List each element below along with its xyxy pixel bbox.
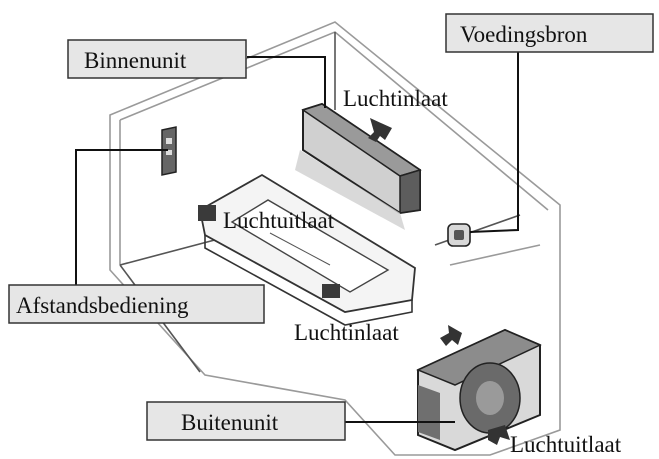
indoor-unit-side [399,168,421,214]
label-box [8,284,265,324]
label-indoor-unit: Binnenunit [67,39,247,79]
outdoor-inlet-arrow [440,325,462,346]
label-box [445,13,654,53]
floor-right-edge [449,244,541,266]
indoor-unit-illustration [295,102,422,230]
remote-control-button [166,150,172,155]
outlet-frame-divider [269,232,331,266]
leader-lines [75,48,519,423]
outdoor-unit-top [416,329,542,386]
indoor-unit-shadow [295,150,405,230]
indoor-unit-leader [247,56,326,108]
outdoor-unit-illustration [416,325,542,452]
power-supply-illustration [447,223,471,247]
outlet-frame-corner [198,205,216,221]
outdoor-outlet-arrow [488,425,510,445]
power-socket-face [454,230,464,240]
remote-control-illustration [161,126,177,176]
outdoor-air-outlet-label: Luchtuitlaat [510,432,622,457]
remote-control-label: Afstandsbediening [16,293,189,318]
outlet-frame-inner [230,199,390,293]
air-outlet-frame-illustration [198,173,416,326]
power-supply-label: Voedingsbron [460,22,588,47]
outdoor-unit-label: Buitenunit [181,410,279,435]
outlet-frame-corner [322,284,340,298]
remote-control-button [166,138,172,144]
power-supply-leader [469,48,519,233]
outlet-frame-lower-edge [204,235,413,326]
label-box [146,401,346,441]
outdoor-unit-fan-hub [476,381,504,415]
indoor-air-outlet-label: Luchtuitlaat [223,208,335,233]
label-remote-control: Afstandsbediening [8,284,265,324]
remote-control-leader [75,149,168,285]
indoor-air-inlet-label: Luchtinlaat [343,86,448,111]
label-box [67,39,247,79]
label-power-supply: Voedingsbron [445,13,654,53]
indoor-unit-label: Binnenunit [84,48,187,73]
outdoor-unit-side-grille [418,385,440,440]
outdoor-air-inlet-label: Luchtinlaat [294,320,399,345]
indoor-inlet-arrow [368,118,392,142]
label-outdoor-unit: Buitenunit [146,401,346,441]
